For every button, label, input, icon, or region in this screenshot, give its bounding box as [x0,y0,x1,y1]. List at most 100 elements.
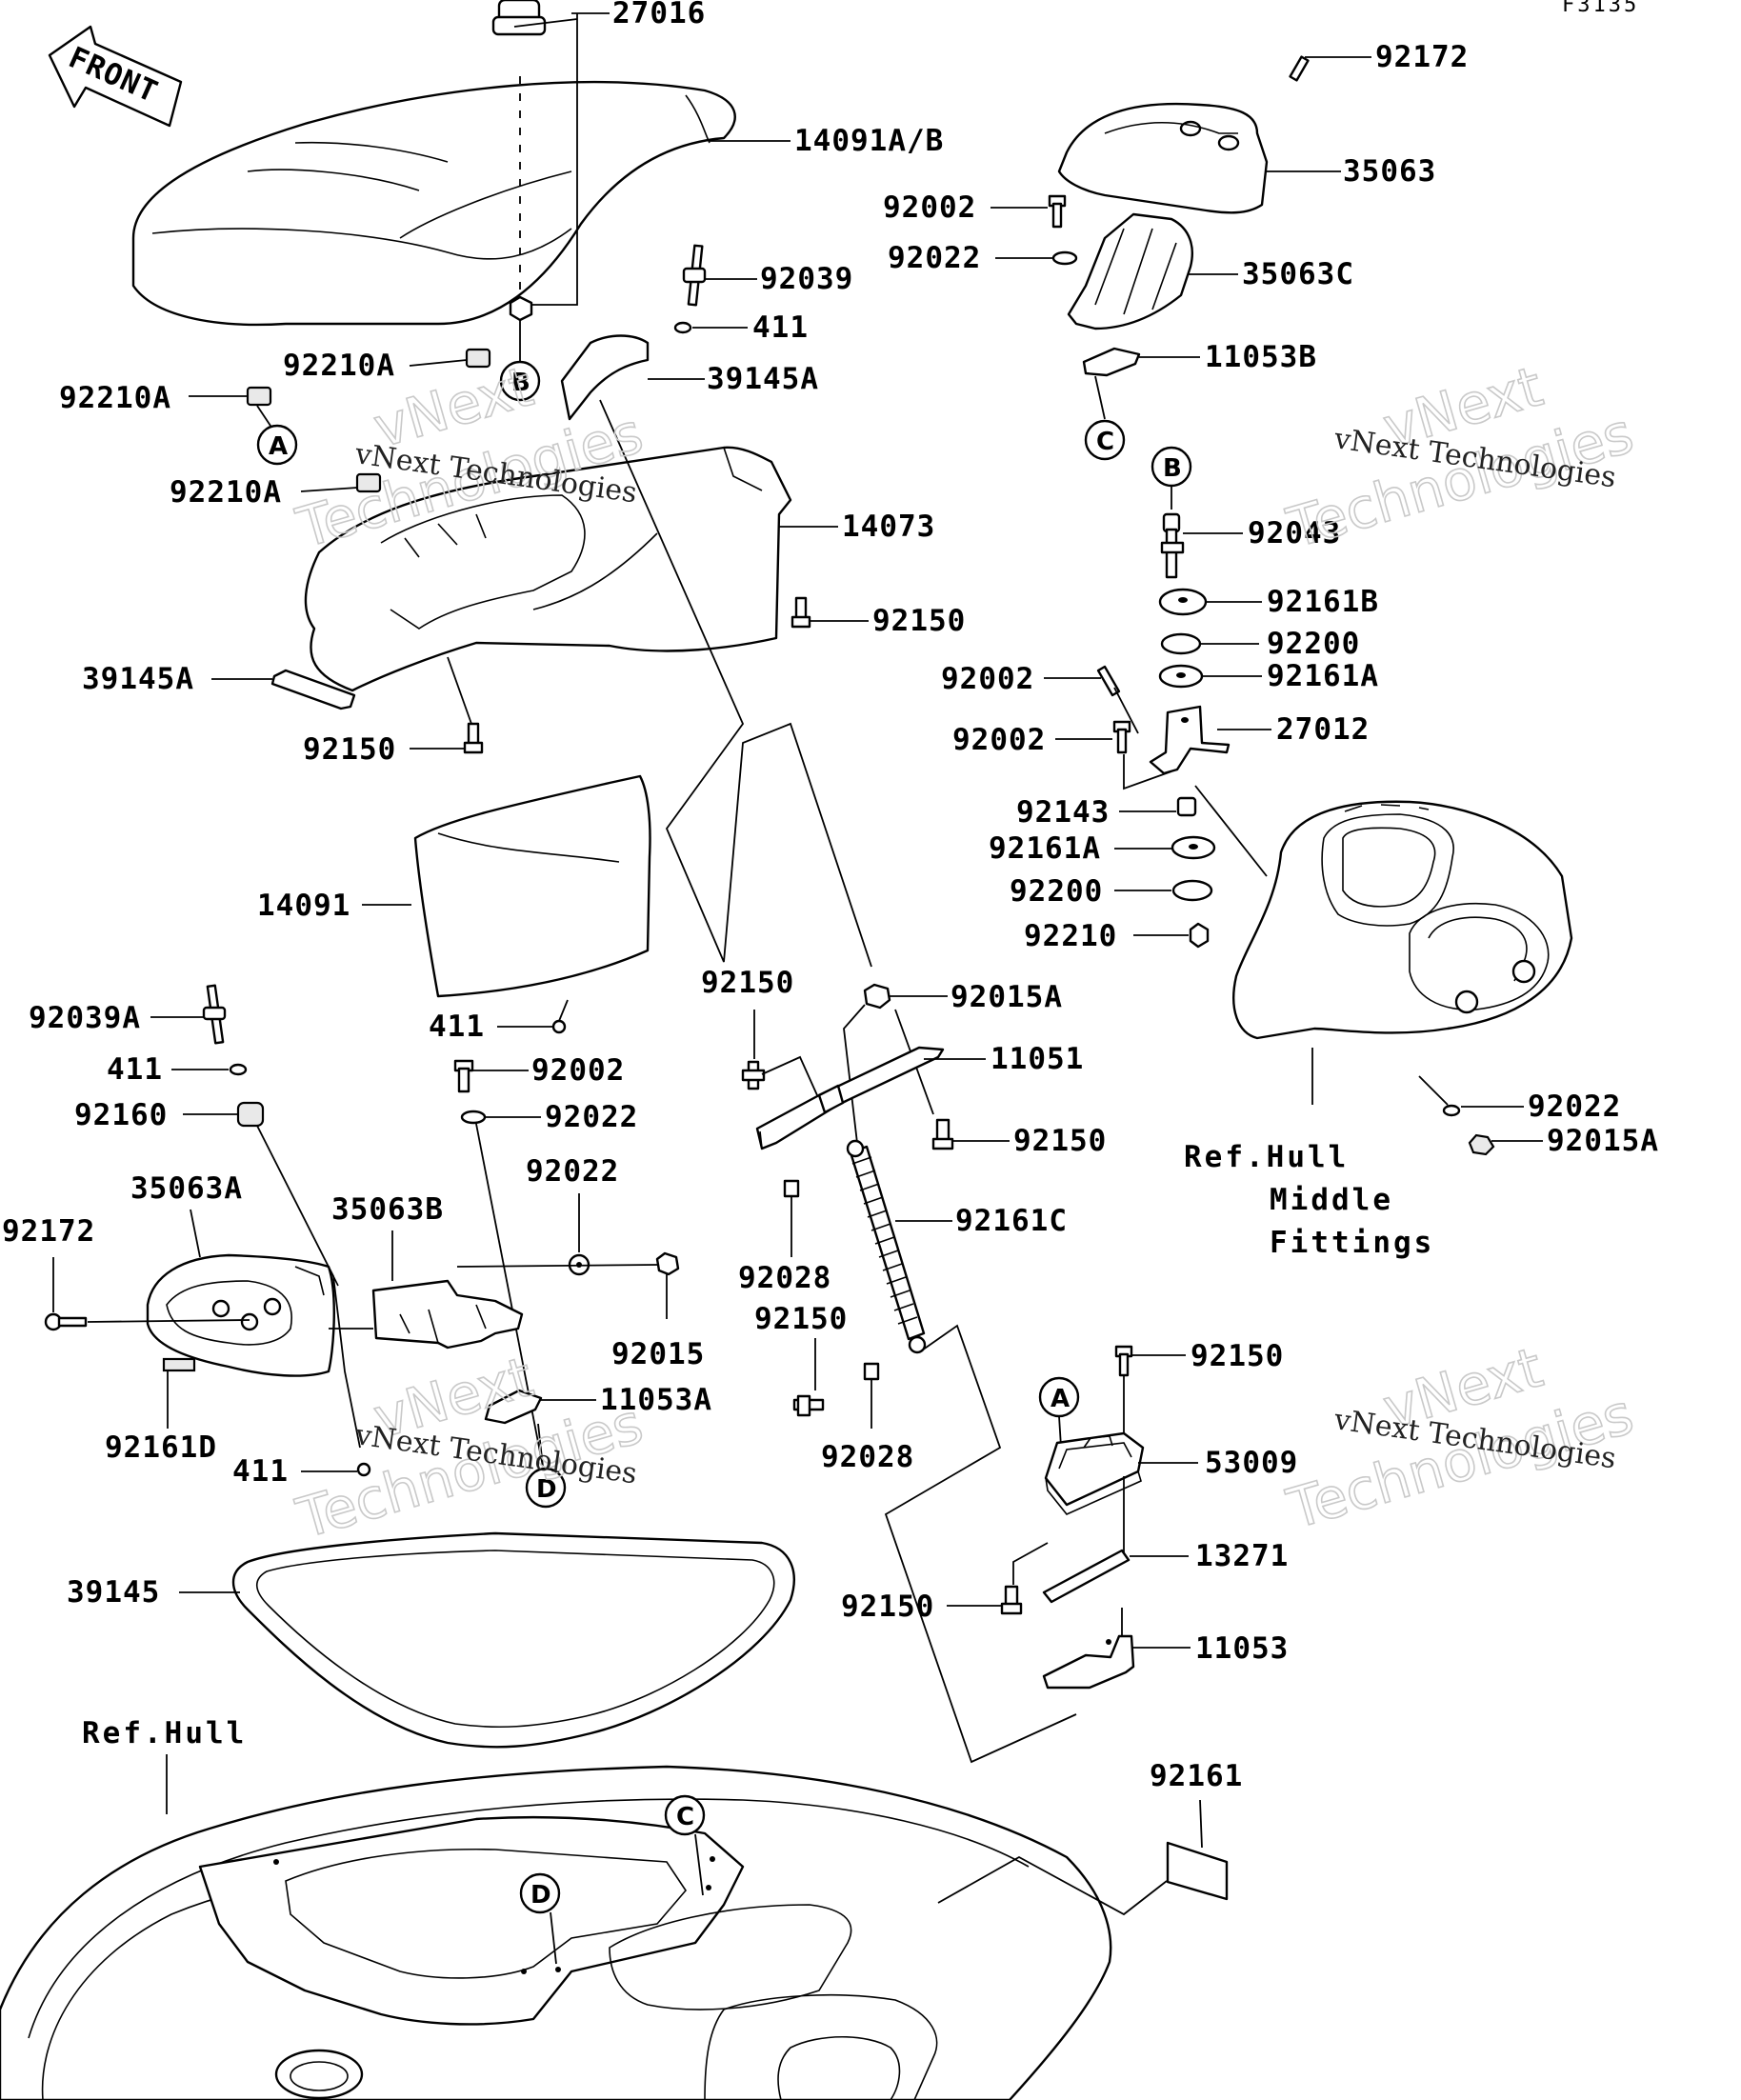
label-92028-b: 92028 [821,1440,914,1474]
label-11051: 11051 [991,1042,1084,1076]
label-92210a-1: 92210A [283,349,395,383]
label-92039: 92039 [760,262,853,296]
label-92028-a: 92028 [738,1261,831,1295]
label-411-bot: 411 [232,1454,289,1489]
svg-text:A: A [269,432,288,461]
clip-92210a-1-icon [465,348,491,369]
label-92161a-a: 92161A [1267,659,1379,693]
callout-c-top [1084,419,1126,461]
svg-text:D: D [536,1475,557,1504]
label-92150-b: 92150 [303,732,396,767]
hull-middle-fitting-part [1232,800,1573,1040]
diagram-code: F3135 [1562,0,1639,17]
label-27012: 27012 [1276,712,1370,747]
bracket-11051-part [755,1046,945,1150]
label-14091: 14091 [257,889,350,923]
label-92200-b: 92200 [1010,874,1103,909]
svg-text:B: B [1163,454,1182,483]
bolt-92172-left-icon [44,1312,88,1331]
label-92210: 92210 [1024,919,1117,953]
svg-text:C: C [676,1803,694,1831]
bracket-27012-part [1149,705,1231,775]
pad-92161d-icon [162,1357,196,1372]
bolt-92002-c-icon [1112,720,1131,754]
label-14073: 14073 [842,510,935,544]
plate-11053-part [1042,1634,1135,1690]
label-92150-e: 92150 [754,1302,848,1336]
ref-hull-middle-1: Ref.Hull [1184,1140,1349,1174]
bushing-92160-icon [236,1101,265,1128]
ref-hull: Ref.Hull [82,1716,247,1750]
spring-92161c-part [846,1139,927,1354]
label-35063: 35063 [1343,154,1436,189]
callout-d-mid [525,1467,567,1509]
plate-11053b-part [1082,347,1141,377]
handle-35063a-part [146,1253,339,1377]
front-arrow-icon: FRONT [48,25,183,128]
nut-92015a-a-icon [863,983,891,1010]
washer-411-icon [673,321,692,334]
plate-11053a-part [484,1389,543,1425]
callout-d-bottom [519,1872,561,1914]
label-92210a-2: 92210A [59,381,171,415]
washer-92022-b-icon [460,1110,487,1125]
nut-92015-icon [655,1251,680,1276]
label-92172-left: 92172 [2,1214,95,1249]
label-92002-a: 92002 [883,190,976,225]
latch-53009-part [1044,1431,1145,1515]
washer-92200-b-icon [1171,879,1213,902]
label-92150-g: 92150 [841,1590,934,1624]
seat-pan-14073-part [304,446,792,692]
pin-92039a-part [202,984,227,1045]
pin-92039-part [682,244,707,307]
ref-hull-middle-3: Fittings [1270,1226,1434,1260]
bolt-92150-f-icon [1114,1345,1133,1377]
label-92002-c: 92002 [952,723,1046,757]
bolt-92150-e-icon [792,1394,825,1417]
bolt-92150-g-icon [1000,1585,1023,1615]
seal-39145a-part [560,334,650,421]
seal-39145a-bottom-part [270,669,356,710]
bolt-92150-d-icon [931,1118,954,1150]
bolt-92043-icon [1160,512,1185,579]
bracket-35063c-part [1067,212,1193,330]
hull-part [0,1765,1112,2100]
label-92150-c: 92150 [701,966,794,1000]
panel-14091-part [413,774,651,998]
collar-92028-b-icon [863,1362,880,1381]
label-92161: 92161 [1150,1759,1243,1793]
nut-92210-icon [1189,922,1210,949]
collar-92143-icon [1176,796,1197,817]
clip-92210a-3-icon [355,472,382,493]
label-92002-e: 92002 [531,1053,625,1088]
label-92015a-a: 92015A [951,980,1063,1014]
label-92143: 92143 [1016,795,1110,830]
svg-text:A: A [1051,1385,1070,1413]
label-11053b: 11053B [1205,340,1317,374]
label-92022-b: 92022 [545,1100,638,1134]
callout-c-bottom [664,1794,706,1836]
bolt-92002-a-icon [1048,194,1067,229]
seal-39145-part [231,1531,795,1749]
label-92161c: 92161C [955,1204,1068,1238]
washer-411-bot-icon [356,1462,371,1477]
svg-text:C: C [1096,428,1114,456]
label-35063c: 35063C [1242,257,1354,291]
label-92002-b: 92002 [941,662,1034,696]
label-92022-d: 92022 [1528,1090,1621,1124]
label-92039a: 92039A [29,1001,141,1035]
label-92150-a: 92150 [872,604,966,638]
label-14091ab: 14091A/B [794,124,944,158]
label-92160: 92160 [74,1098,168,1132]
callout-a-top [256,424,298,466]
bracket-35063b-part [371,1279,524,1350]
label-39145a-top: 39145A [707,362,819,396]
label-92172-top: 92172 [1375,40,1469,74]
label-92210a-3: 92210A [170,475,282,510]
label-35063b: 35063B [331,1192,444,1227]
label-411-mid: 411 [429,1010,485,1044]
bolt-92172-top-icon [1289,55,1310,82]
bolt-92150-a-icon [790,596,811,629]
svg-text:D: D [530,1881,551,1910]
label-92015a-b: 92015A [1547,1124,1659,1158]
